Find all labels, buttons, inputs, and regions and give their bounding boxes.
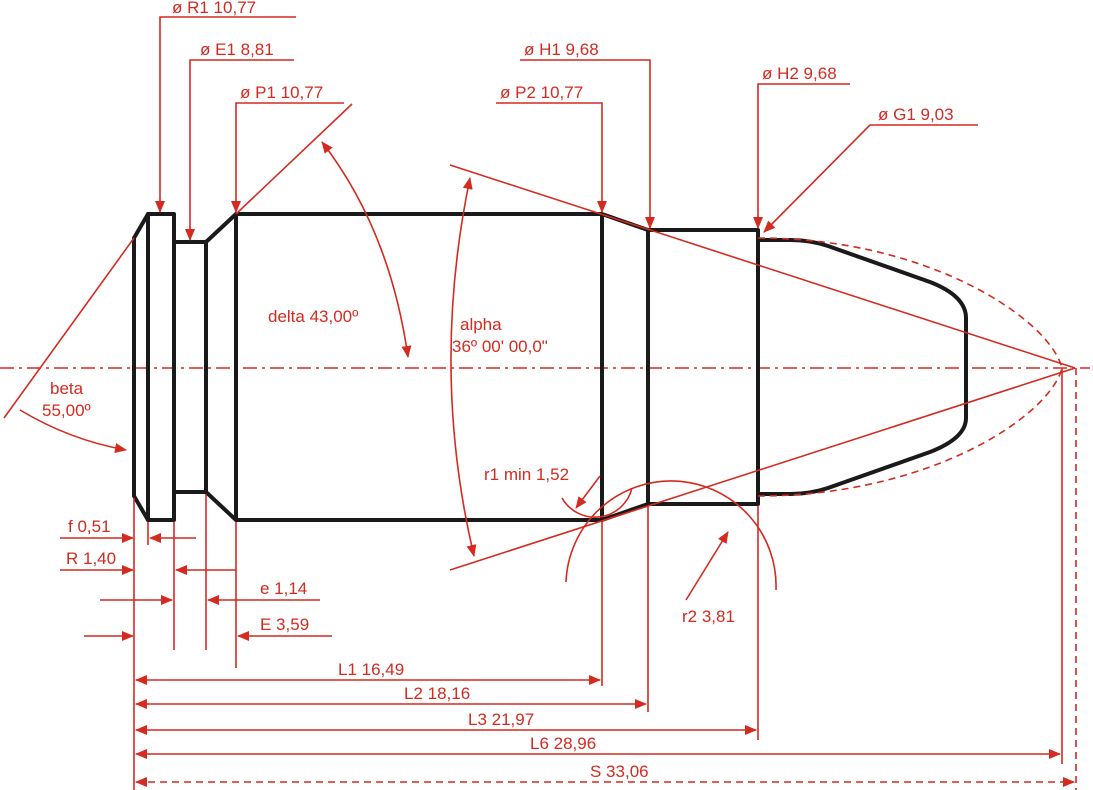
label-beta-value: 55,00º <box>42 401 91 420</box>
label-l2: L2 18,16 <box>404 684 470 703</box>
diameter-leaders <box>155 16 978 601</box>
label-r1-min: r1 min 1,52 <box>484 465 569 484</box>
r1-arc <box>561 487 633 519</box>
label-h2: ø H2 9,68 <box>762 64 837 83</box>
label-e1: ø E1 8,81 <box>200 40 274 59</box>
small-dimensions <box>60 533 332 641</box>
label-e-large: E 3,59 <box>260 615 309 634</box>
label-p1: ø P1 10,77 <box>240 83 323 102</box>
extension-lines <box>133 368 1077 790</box>
beta-arc <box>19 409 127 453</box>
label-beta-name: beta <box>50 379 84 398</box>
label-l3: L3 21,97 <box>468 710 534 729</box>
label-s: S 33,06 <box>590 762 649 781</box>
bullet-ogive-dashed <box>757 237 1063 497</box>
label-e-small: e 1,14 <box>260 579 307 598</box>
label-h1: ø H1 9,68 <box>524 40 599 59</box>
label-f: f 0,51 <box>68 517 111 536</box>
label-alpha-value: 36º 00' 00,0" <box>452 337 548 356</box>
label-g1: ø G1 9,03 <box>878 105 954 124</box>
label-r1: ø R1 10,77 <box>172 0 256 17</box>
alpha-arc <box>450 177 477 557</box>
label-r2: r2 3,81 <box>682 607 735 626</box>
r2-arc <box>565 480 777 591</box>
label-alpha-name: alpha <box>460 315 502 334</box>
cartridge-outline <box>132 212 968 522</box>
label-l6: L6 28,96 <box>530 734 596 753</box>
construction-lines <box>3 103 1076 571</box>
delta-arc <box>321 141 412 358</box>
label-p2: ø P2 10,77 <box>500 83 583 102</box>
label-l1: L1 16,49 <box>338 660 404 679</box>
label-delta: delta 43,00º <box>268 307 358 326</box>
label-r: R 1,40 <box>66 549 116 568</box>
length-dimensions <box>135 675 1075 787</box>
